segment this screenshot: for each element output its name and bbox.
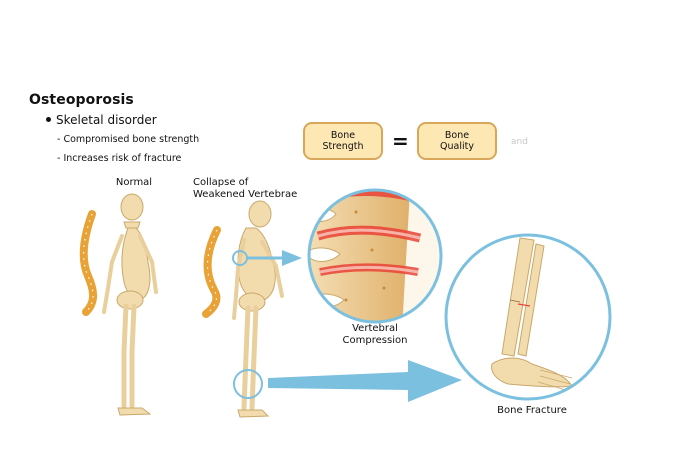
vertebral-compression-zoom — [307, 188, 443, 324]
subpoint-fracture-risk: - Increases risk of fracture — [57, 153, 182, 164]
bone-fracture-zoom — [444, 233, 612, 401]
fracture-callout-marker — [233, 360, 462, 402]
subpoint-bone-strength: - Compromised bone strength — [57, 134, 200, 145]
caption-vertebral-compression: Vertebral Compression — [342, 323, 408, 346]
normal-skeleton-icon — [102, 193, 158, 416]
equals-sign: = — [392, 129, 409, 153]
page-title: Osteoporosis — [29, 92, 134, 108]
vertebra-callout-marker — [232, 250, 302, 266]
caption-normal: Normal — [115, 177, 153, 188]
collapsed-skeleton-icon — [232, 200, 284, 418]
bullet-dot-icon — [46, 117, 51, 122]
bullet-text: Skeletal disorder — [56, 113, 157, 127]
collapsed-spine-icon — [202, 226, 221, 318]
caption-collapse: Collapse of Weakened Vertebrae — [193, 177, 298, 200]
bullet-skeletal-disorder: Skeletal disorder — [46, 113, 157, 127]
caption-bone-fracture: Bone Fracture — [497, 405, 567, 416]
and-text: and — [511, 137, 528, 147]
normal-spine-icon — [79, 210, 97, 316]
